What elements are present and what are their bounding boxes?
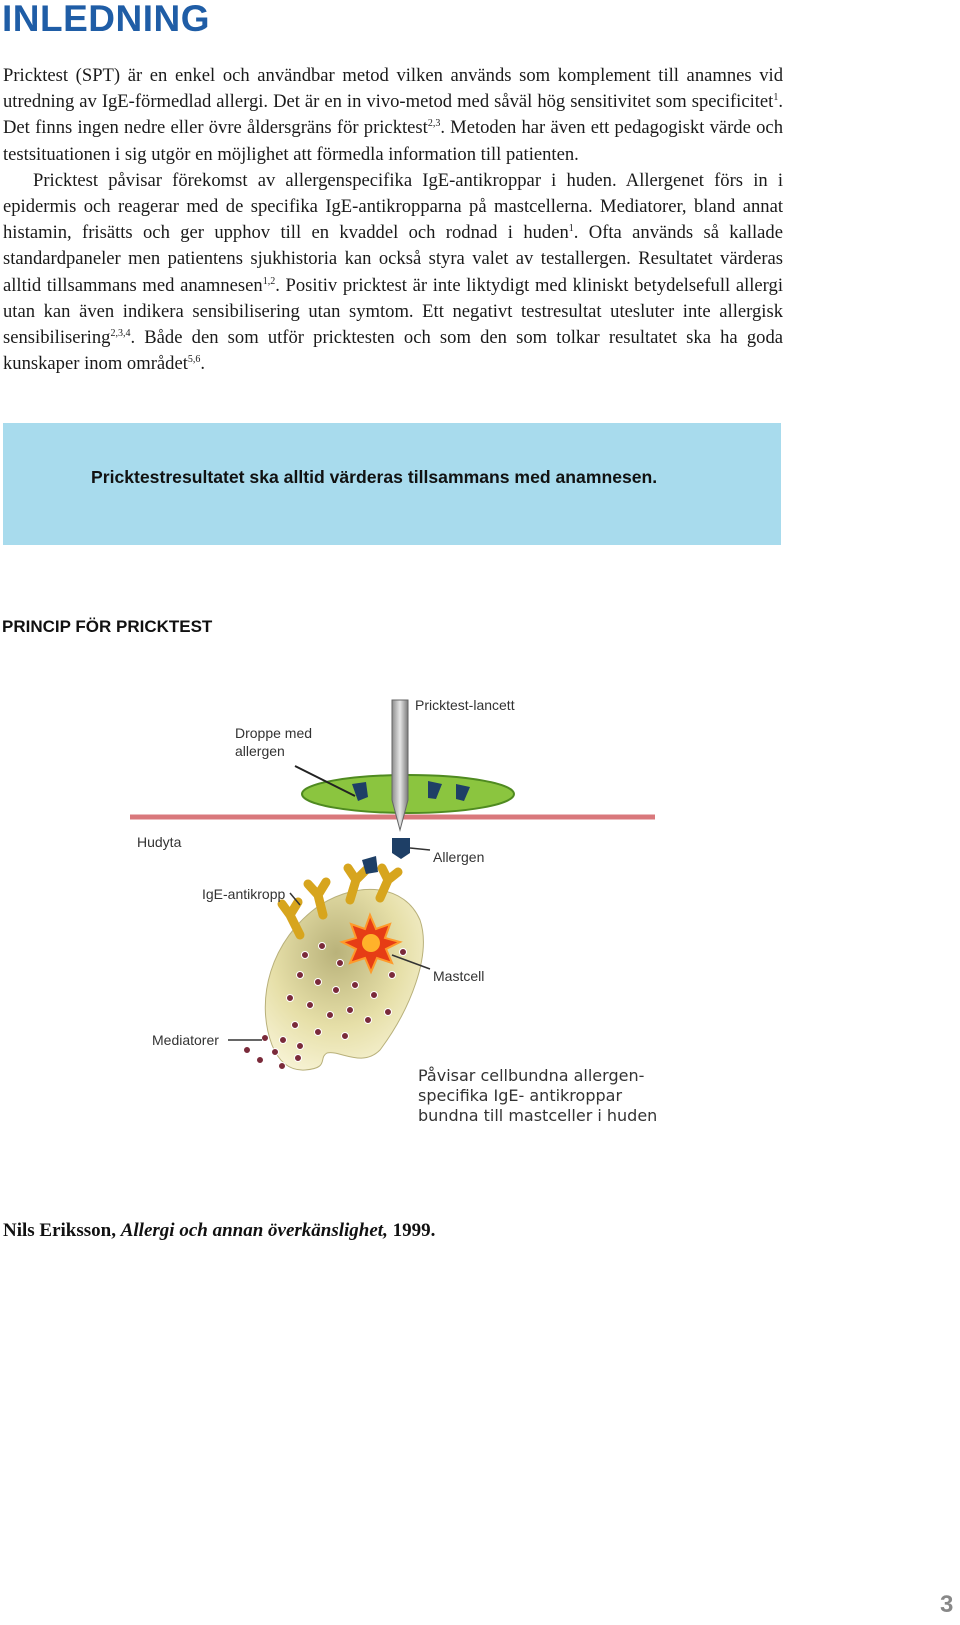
page-heading: INLEDNING [2,0,210,39]
caption-line2: specifika IgE- antikroppar [418,1086,622,1105]
intro-paragraph-1: Pricktest (SPT) är en enkel och användba… [3,65,783,165]
allergen-in-drop [428,781,442,799]
burst-core [362,934,380,952]
section-subheading: PRINCIP FÖR PRICKTEST [2,617,213,636]
mastcell-pointer-line [391,954,431,970]
callout-text: Pricktestresultatet ska alltid värderas … [91,467,658,487]
figure-citation: Nils Eriksson, Allergi och annan överkän… [3,1220,436,1241]
mediator-granules [243,942,407,1070]
caption-line1: Påvisar cellbundna allergen- [418,1066,644,1085]
allergen-pointer-line [409,847,431,851]
drop-label-line2: allergen [235,743,285,759]
allergen-icon [392,838,410,859]
callout-box [3,423,781,545]
allergen-label: Allergen [433,849,484,865]
antibody-label: IgE-antikropp [202,886,285,902]
bound-allergen-icon [362,856,378,874]
lancet-label: Pricktest-lancett [415,697,515,713]
mastcell-label: Mastcell [433,968,484,984]
page-number: 3 [940,1591,954,1618]
skin-prick-test-diagram: Pricktest-lancett Droppe med allergen Hu… [130,697,657,1125]
mediators-label: Mediatorer [152,1032,219,1048]
allergen-in-drop [352,782,368,801]
allergen-in-drop [456,784,470,801]
drop-pointer-line [294,765,356,797]
intro-paragraph-2: Pricktest påvisar förekomst av allergens… [3,169,783,375]
intro-body: Pricktest (SPT) är en enkel och användba… [3,63,783,377]
skin-label: Hudyta [137,834,182,850]
lancet-icon [391,699,409,832]
ige-antibody-icon [277,863,403,940]
caption-line3: bundna till mastceller i huden [418,1106,657,1125]
antibody-pointer-line [289,892,301,906]
drop-label-line1: Droppe med [235,725,312,741]
